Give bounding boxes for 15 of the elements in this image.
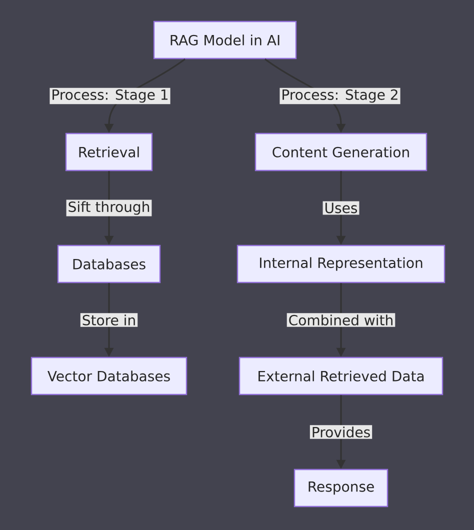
process-box: RAG Model in AI	[153, 20, 297, 60]
edge-label: Store in	[80, 313, 138, 327]
process-box: Databases	[57, 244, 161, 284]
edge-label: Process: Stage 2	[280, 88, 400, 104]
edge-label: Provides	[310, 425, 372, 439]
process-box: Response	[294, 468, 388, 508]
process-box: Retrieval	[65, 132, 153, 172]
edge-label: Process: Stage 1	[50, 88, 170, 104]
process-box: Content Generation	[254, 132, 428, 172]
edge-label: Uses	[322, 201, 360, 215]
process-box: Vector Databases	[30, 356, 188, 396]
edge-label: Combined with	[286, 313, 396, 327]
edge-label: Sift through	[66, 200, 152, 216]
process-box: External Retrieved Data	[238, 356, 444, 396]
process-box: Internal Representation	[236, 244, 446, 284]
